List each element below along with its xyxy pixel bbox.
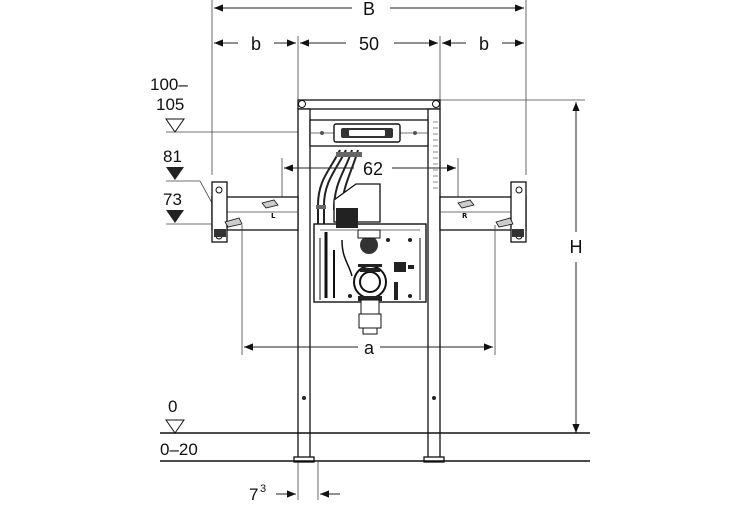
actuator-panel (309, 119, 429, 147)
label-floor-adjust: 0–20 (160, 440, 198, 459)
label-R: R (462, 212, 468, 220)
floor-open-triangle-icon (165, 419, 185, 434)
label-b-right: b (479, 34, 489, 54)
plumbing-assembly (313, 149, 427, 335)
label-foot-offset: 7 (249, 485, 258, 504)
dimension-62: 62 (281, 158, 459, 205)
label-B: B (363, 0, 375, 19)
side-brackets: L R (211, 181, 527, 243)
label-50: 50 (359, 34, 379, 54)
label-level-105: 105 (156, 95, 184, 114)
label-H: H (570, 237, 583, 257)
label-level-81: 81 (163, 147, 182, 166)
label-level-73: 73 (163, 190, 182, 209)
floor-levels: 0 0–20 (160, 397, 590, 462)
dimension-b-50-b: b 50 b (214, 34, 524, 100)
frame (293, 99, 445, 463)
label-floor-0: 0 (168, 397, 177, 416)
label-L: L (271, 212, 276, 220)
level-filled-triangle-icon (166, 167, 184, 180)
level-open-triangle-icon (165, 118, 185, 133)
dimension-H: H (438, 99, 585, 433)
label-b-left: b (251, 34, 261, 54)
label-62: 62 (363, 159, 383, 179)
level-filled-triangle-icon (166, 210, 184, 223)
level-markers: 100– 105 81 73 (150, 75, 315, 225)
label-foot-offset-sup: 3 (260, 483, 266, 495)
dimension-a: a (241, 225, 496, 358)
label-level-100: 100– (150, 75, 188, 94)
label-a: a (364, 338, 375, 358)
dimension-foot-offset: 7 3 (249, 462, 340, 504)
dimension-B: B (211, 0, 527, 175)
